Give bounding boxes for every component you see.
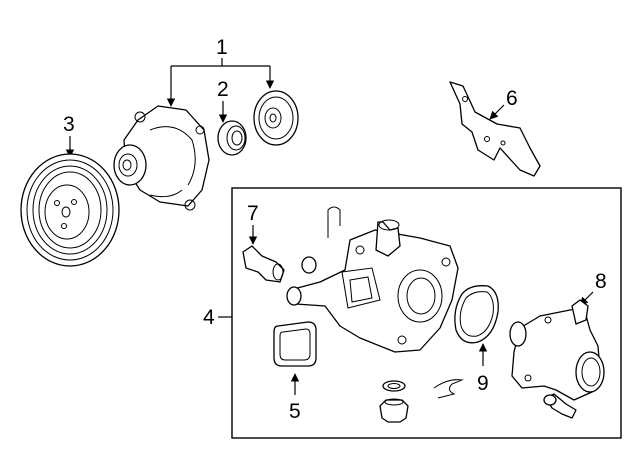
bolt[interactable]: [543, 393, 577, 419]
assembly-box: [231, 187, 622, 439]
pulley[interactable]: [20, 153, 120, 267]
callout-8[interactable]: 8: [595, 270, 607, 293]
callout-4[interactable]: 4: [203, 306, 215, 329]
temperature-sensor[interactable]: [242, 245, 285, 283]
callout-5[interactable]: 5: [289, 400, 301, 423]
square-gasket[interactable]: [273, 321, 317, 367]
leader-6: [489, 104, 505, 120]
wire-clip[interactable]: [433, 379, 464, 399]
leader-1: [166, 58, 275, 107]
o-ring-bottom[interactable]: [382, 380, 406, 392]
callout-6[interactable]: 6: [506, 87, 518, 110]
callout-9[interactable]: 9: [477, 372, 489, 395]
drain-plug[interactable]: [379, 398, 409, 423]
thermostat-outlet[interactable]: [509, 299, 605, 401]
water-pump[interactable]: [113, 105, 210, 211]
housing-gasket[interactable]: [454, 285, 499, 344]
callout-7[interactable]: 7: [247, 202, 259, 225]
pump-hub[interactable]: [253, 90, 299, 146]
callout-3[interactable]: 3: [63, 113, 75, 136]
hose-clip[interactable]: [327, 206, 341, 238]
bracket[interactable]: [449, 81, 541, 177]
pump-seal[interactable]: [217, 120, 247, 156]
callout-2[interactable]: 2: [217, 78, 229, 101]
callout-1[interactable]: 1: [216, 36, 228, 59]
o-ring-small[interactable]: [301, 256, 317, 274]
thermostat-housing[interactable]: [286, 219, 459, 353]
